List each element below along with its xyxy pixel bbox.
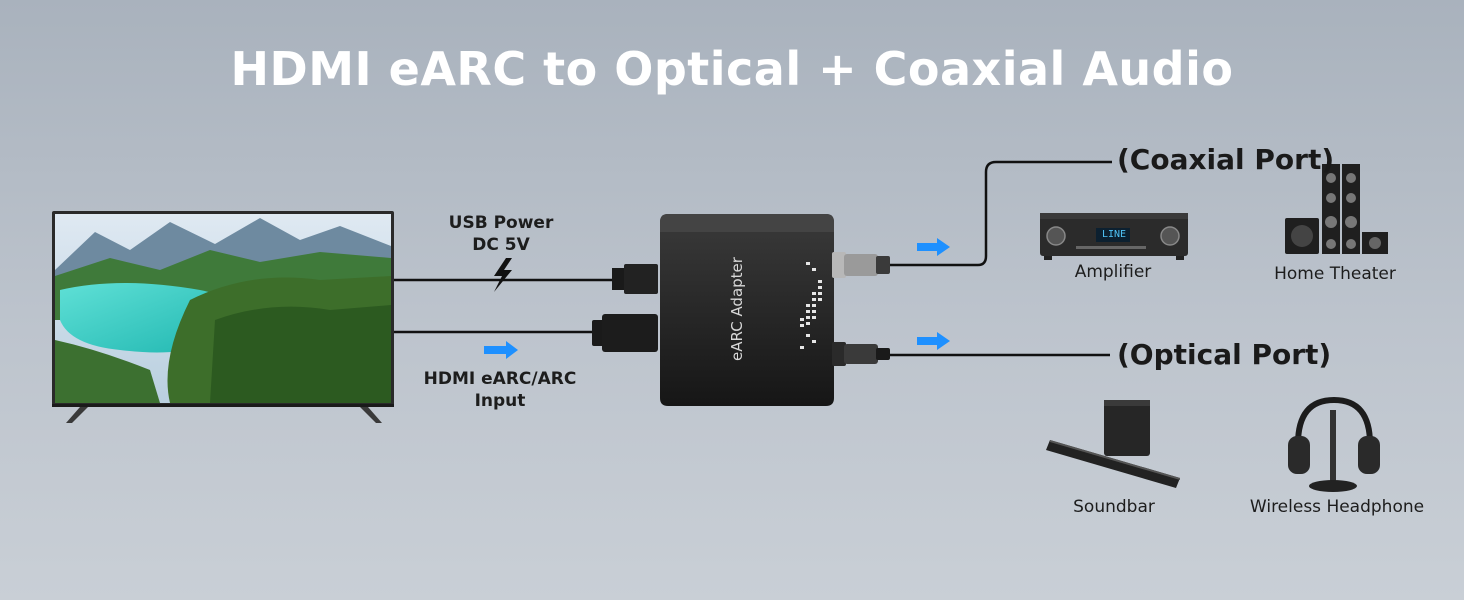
wireless-headphone-label: Wireless Headphone — [1249, 497, 1425, 517]
home-theater-label: Home Theater — [1274, 264, 1396, 284]
amplifier-icon — [1040, 213, 1188, 260]
arrow-right-icon — [917, 238, 950, 256]
soundbar-icon — [1046, 400, 1180, 488]
tv-icon — [52, 211, 394, 423]
adapter-brand-text: eARC Adapter — [728, 257, 746, 361]
amplifier-label: Amplifier — [1074, 262, 1152, 282]
usb-power-line2: DC 5V — [472, 235, 530, 255]
usb-power-label: USB Power DC 5V — [436, 212, 566, 256]
amplifier-display: LINE — [1101, 229, 1127, 240]
cable-group — [394, 160, 1112, 357]
soundbar-label: Soundbar — [1073, 497, 1155, 517]
speaker-icon — [1285, 164, 1388, 254]
coaxial-cable — [888, 160, 1112, 267]
arrow-right-icon — [484, 341, 518, 359]
optical-port-label: (Optical Port) — [1117, 338, 1332, 371]
coaxial-port-label: (Coaxial Port) — [1117, 143, 1335, 176]
hdmi-input-label: HDMI eARC/ARC Input — [410, 368, 590, 412]
usb-power-line1: USB Power — [448, 213, 554, 233]
hdmi-input-line2: Input — [474, 391, 526, 411]
page-title: HDMI eARC to Optical + Coaxial Audio — [230, 42, 1234, 96]
hdmi-input-line1: HDMI eARC/ARC — [423, 369, 577, 389]
adapter-icon — [592, 214, 890, 406]
lightning-icon — [494, 258, 512, 292]
headphone-icon — [1288, 396, 1380, 492]
arrow-right-icon — [917, 332, 950, 350]
